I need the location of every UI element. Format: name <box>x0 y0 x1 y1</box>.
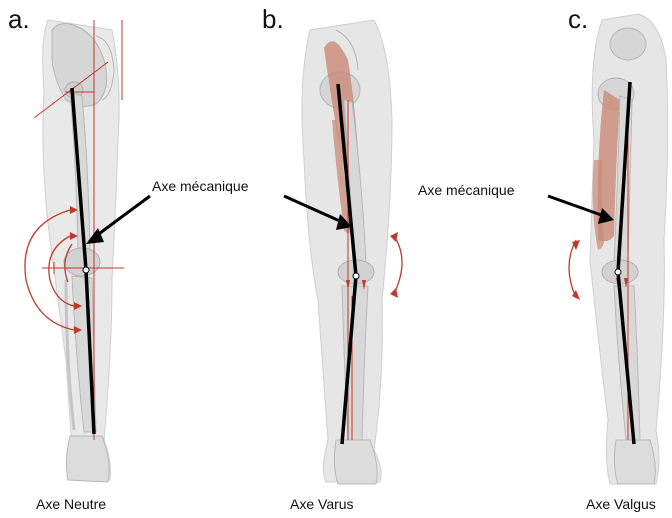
caption-varus: Axe Varus <box>290 496 354 512</box>
caption-valgus: Axe Valgus <box>586 496 656 512</box>
leg-illustration-varus <box>224 0 448 518</box>
panel-neutral-axis: a. Axe <box>0 0 224 518</box>
caption-neutral: Axe Neutre <box>36 496 106 512</box>
panel-varus-axis: b. Axe mécanique Axe Varus <box>224 0 448 518</box>
leg-illustration-valgus <box>448 0 672 518</box>
panel-valgus-axis: c. Axe mécanique Axe Valgus <box>448 0 672 518</box>
annotation-mechanical-axis-b: Axe mécanique <box>152 178 249 194</box>
annotation-mechanical-axis-c: Axe mécanique <box>418 182 515 198</box>
leg-illustration-neutral <box>0 0 224 518</box>
